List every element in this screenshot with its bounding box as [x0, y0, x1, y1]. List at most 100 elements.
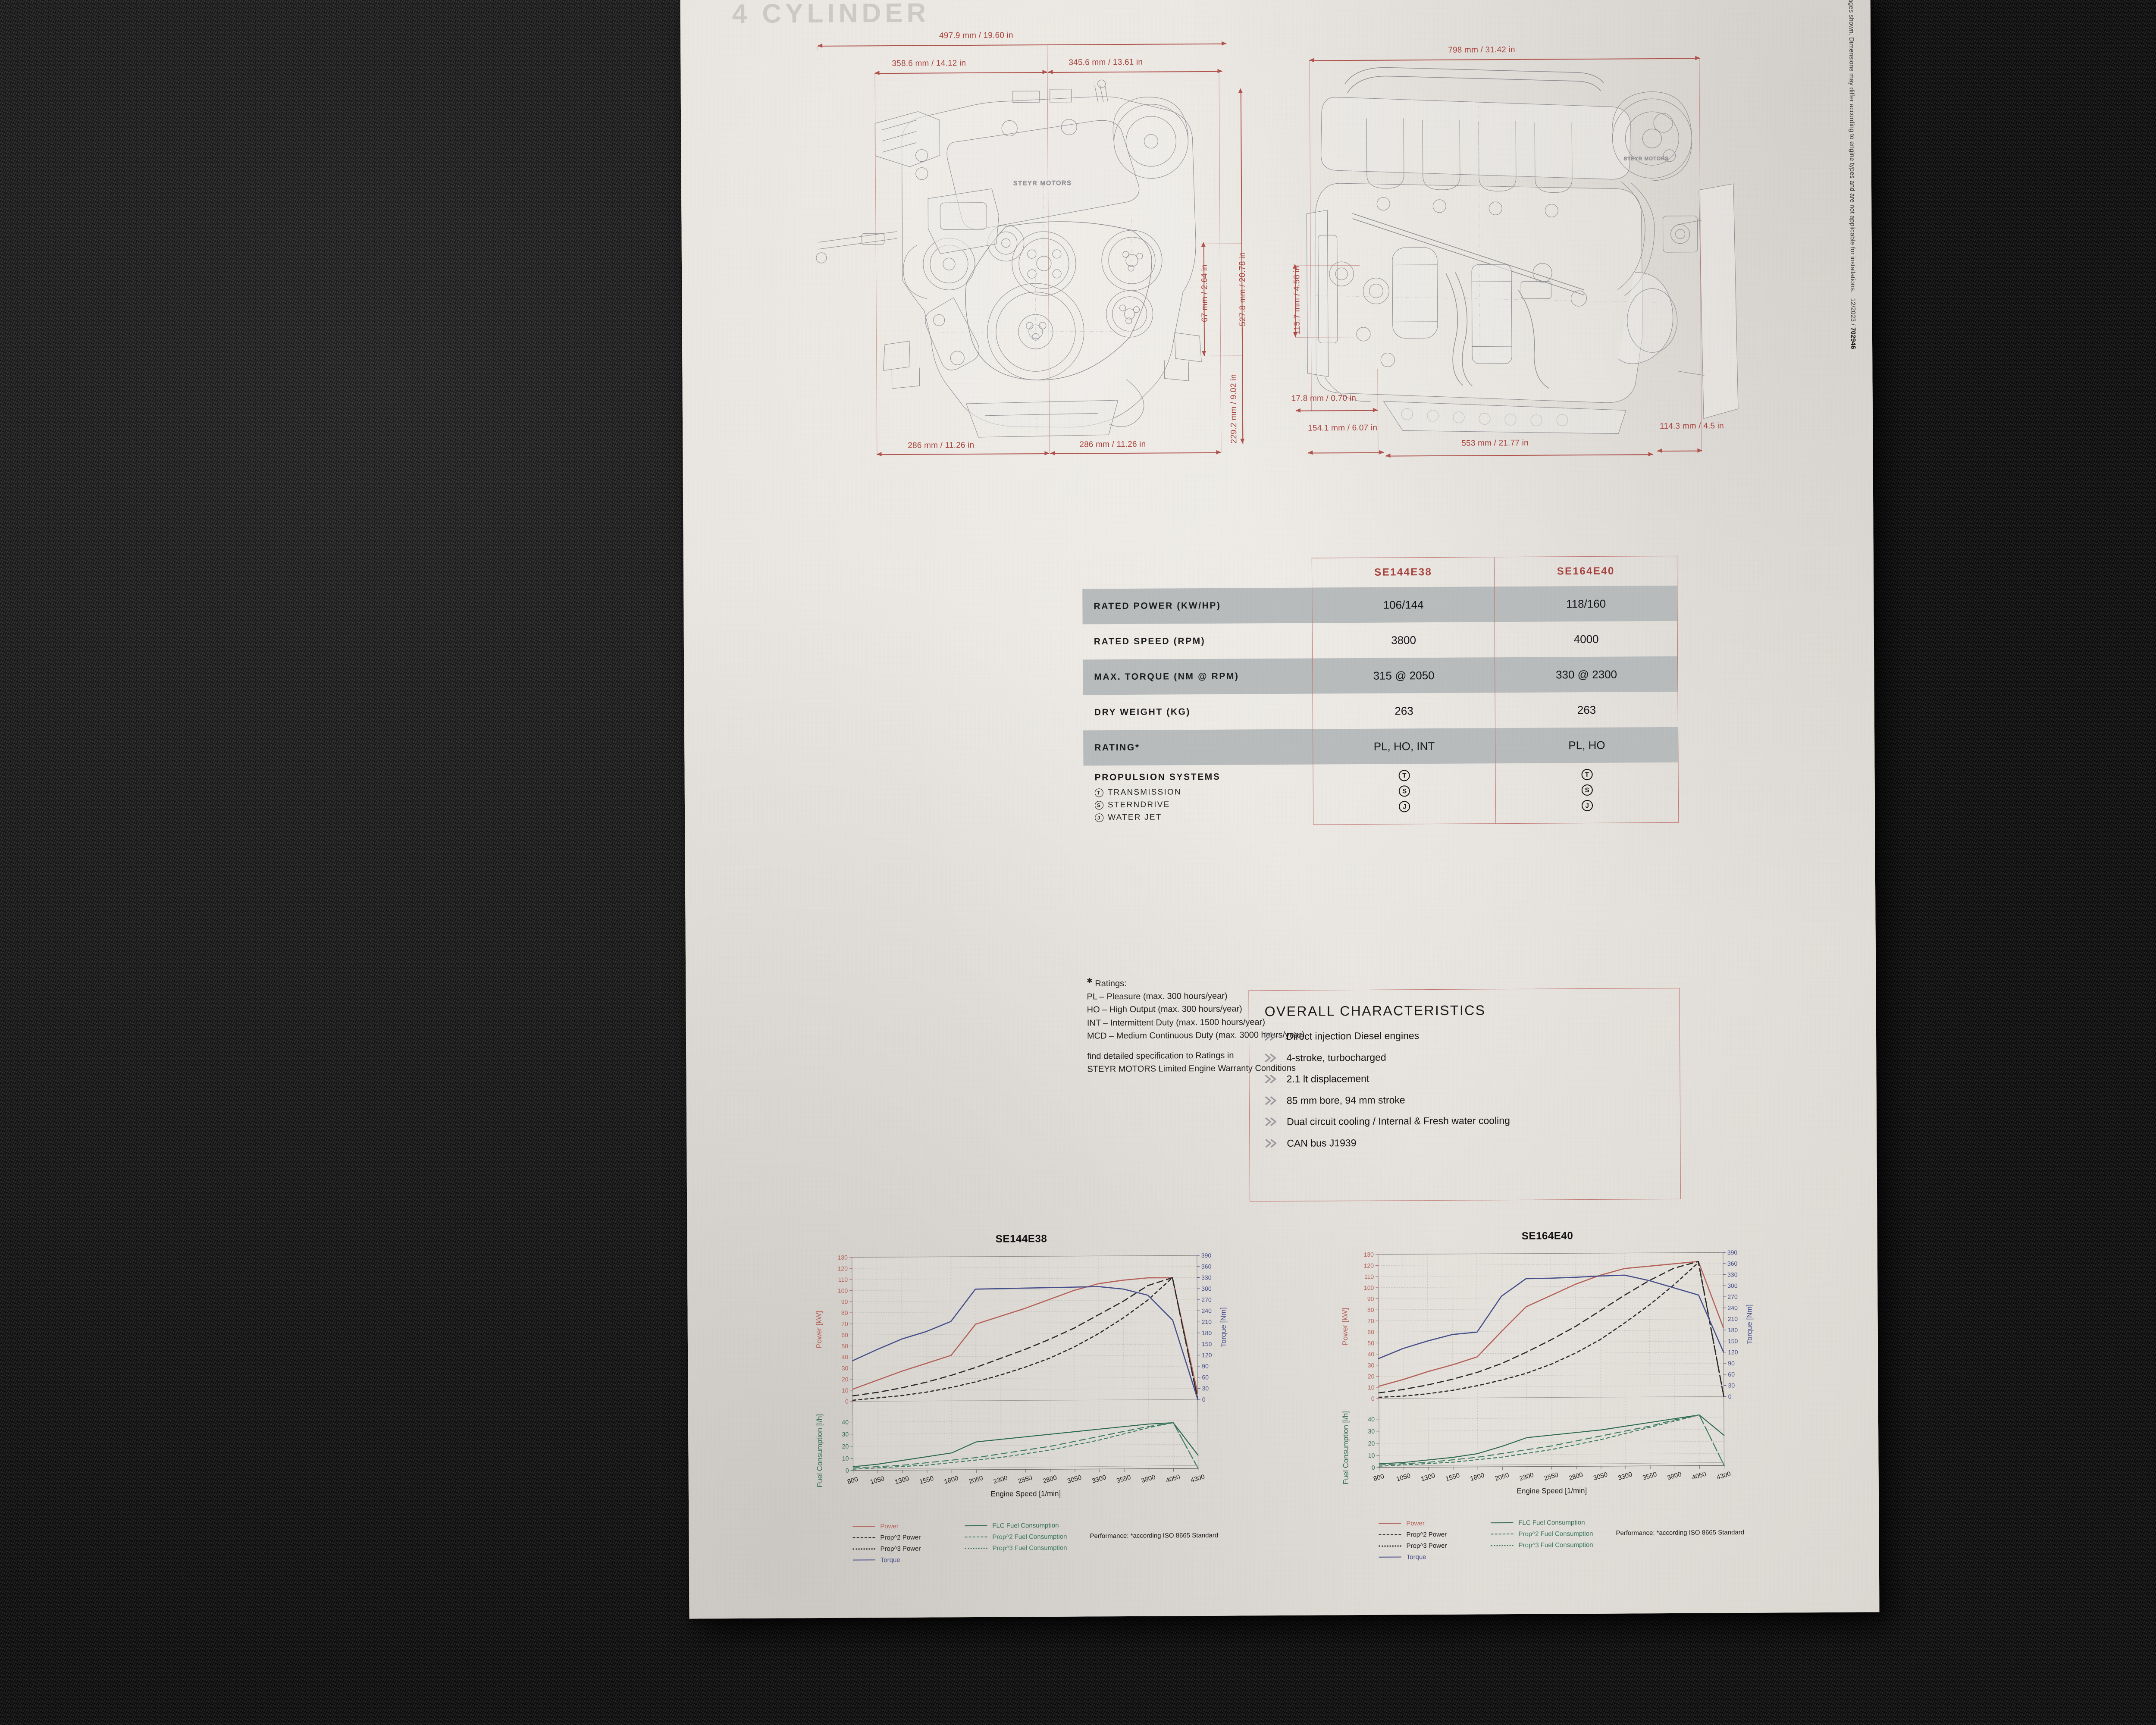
legend-swatch-flc-fuel [965, 1525, 987, 1527]
svg-text:110: 110 [1364, 1273, 1374, 1280]
dim-upper-offset: 67 mm / 2.64 in [1200, 264, 1210, 323]
legend-entry: FLC Fuel Consumption [965, 1520, 1067, 1531]
svg-text:1050: 1050 [869, 1475, 885, 1486]
arrow-up [1238, 88, 1243, 93]
svg-text:30: 30 [1368, 1428, 1375, 1435]
characteristic-item: CAN bus J1939 [1265, 1135, 1665, 1150]
svg-text:2550: 2550 [1017, 1474, 1033, 1485]
svg-text:100: 100 [838, 1287, 848, 1294]
arrow-right [1042, 69, 1047, 75]
row-label-rated-power: RATED POWER (KW/HP) [1082, 587, 1313, 624]
svg-text:90: 90 [1728, 1360, 1735, 1367]
svg-text:30: 30 [1728, 1382, 1735, 1389]
svg-text:10: 10 [842, 1387, 849, 1394]
svg-text:150: 150 [1728, 1338, 1738, 1345]
svg-text:300: 300 [1727, 1282, 1738, 1289]
double-chevron-right-icon [1265, 1032, 1276, 1041]
dim-overall-length: 798 mm / 31.42 in [1448, 45, 1515, 55]
characteristic-item: Dual circuit cooling / Internal & Fresh … [1265, 1114, 1665, 1128]
legend-label: Prop^3 Power [1406, 1542, 1447, 1549]
svg-text:3550: 3550 [1642, 1471, 1658, 1482]
arrow-left [1309, 58, 1314, 63]
legal-document-code: 702946 [1849, 327, 1857, 349]
svg-text:800: 800 [1373, 1473, 1385, 1483]
dim-mount-offset: 154.1 mm / 6.07 in [1308, 423, 1378, 433]
cell-rating-se164e40: PL, HO [1495, 727, 1678, 764]
cell-dry-weight-se164e40: 263 [1495, 691, 1678, 728]
legend-entry: Prop^3 Power [1379, 1540, 1447, 1552]
chart-performance-note: Performance: *according ISO 8665 Standar… [1090, 1531, 1219, 1540]
arrow-left [1048, 69, 1053, 74]
cell-propulsion-se144e38: T S J [1313, 763, 1496, 825]
svg-text:90: 90 [1367, 1295, 1374, 1302]
double-chevron-right-icon [1265, 1096, 1276, 1105]
legend-swatch-prop2-power [852, 1537, 875, 1538]
svg-text:330: 330 [1201, 1274, 1212, 1281]
legend-label: Prop^2 Power [1406, 1531, 1447, 1538]
chart-title: SE144E38 [995, 1233, 1047, 1245]
double-chevron-right-icon [1265, 1117, 1276, 1126]
cell-max-torque-se144e38: 315 @ 2050 [1312, 657, 1495, 694]
row-label-rated-speed: RATED SPEED (RPM) [1094, 636, 1206, 647]
svg-text:60: 60 [1202, 1374, 1209, 1381]
svg-text:3050: 3050 [1066, 1474, 1082, 1485]
legend-entry: Torque [1379, 1551, 1447, 1563]
legend-entry: Prop^3 Fuel Consumption [965, 1542, 1067, 1554]
arrow-up [1201, 242, 1206, 247]
svg-text:4050: 4050 [1691, 1470, 1707, 1481]
svg-text:1550: 1550 [1445, 1472, 1461, 1483]
cell-rated-power-se144e38: 106/144 [1312, 586, 1495, 623]
characteristics-title: OVERALL CHARACTERISTICS [1264, 1002, 1486, 1019]
cell-rated-power-se164e40: 118/160 [1495, 585, 1678, 622]
table-header-row: SE144E38 SE164E40 [1082, 556, 1677, 589]
table-row-rated-speed: RATED SPEED (RPM) 3800 4000 [1083, 621, 1678, 660]
arrow-right [1379, 450, 1384, 455]
svg-text:180: 180 [1202, 1330, 1212, 1336]
legend-label: Prop^2 Fuel Consumption [1518, 1530, 1593, 1538]
svg-text:120: 120 [1728, 1349, 1738, 1355]
legend-label: Power [880, 1522, 899, 1530]
dim-left-width: 358.6 mm / 14.12 in [892, 59, 966, 68]
waterjet-symbol-icon: J [1399, 801, 1410, 812]
arrow-down [1202, 351, 1206, 356]
svg-text:10: 10 [1368, 1452, 1375, 1459]
svg-text:50: 50 [1367, 1339, 1374, 1346]
svg-text:210: 210 [1202, 1318, 1212, 1325]
legend-entry: Prop^3 Fuel Consumption [1491, 1539, 1593, 1551]
arrow-left [1657, 448, 1662, 453]
arrow-right [1217, 69, 1222, 73]
cell-rated-speed-se144e38: 3800 [1312, 622, 1495, 659]
row-label-rating: RATING* [1083, 729, 1313, 766]
legend-column-power: Power Prop^2 Power Prop^3 Power Torque [852, 1521, 921, 1566]
legal-notice-text: Data is subject to change without prior … [1844, 0, 1856, 293]
svg-text:30: 30 [842, 1365, 849, 1372]
svg-text:Torque [Nm]: Torque [Nm] [1219, 1307, 1228, 1347]
svg-text:3300: 3300 [1617, 1471, 1633, 1482]
svg-text:2300: 2300 [1519, 1471, 1535, 1483]
svg-text:30: 30 [842, 1431, 849, 1438]
header-spacer [1082, 558, 1312, 589]
legend-label: Prop^3 Power [880, 1545, 921, 1552]
legend-entry: Power [852, 1521, 921, 1532]
sterndrive-symbol-icon: S [1581, 784, 1593, 796]
model-header-se144e38: SE144E38 [1312, 557, 1495, 588]
svg-text:270: 270 [1727, 1293, 1738, 1300]
legend-swatch-prop3-power [1379, 1545, 1401, 1547]
dim-overall-width: 497.9 mm / 19.60 in [939, 31, 1013, 41]
svg-text:330: 330 [1727, 1271, 1738, 1278]
svg-text:1800: 1800 [943, 1474, 959, 1486]
svg-text:Engine Speed [1/min]: Engine Speed [1/min] [991, 1490, 1061, 1498]
legend-column-fuel: FLC Fuel Consumption Prop^2 Fuel Consump… [1491, 1517, 1593, 1551]
dim-block-length: 553 mm / 21.77 in [1461, 438, 1529, 448]
arrow-right [1216, 450, 1221, 455]
arrow-left [1308, 450, 1313, 455]
svg-text:30: 30 [1368, 1362, 1375, 1369]
waterjet-symbol-icon: J [1581, 800, 1593, 812]
characteristic-label: 2.1 lt displacement [1286, 1073, 1369, 1085]
characteristic-label: 85 mm bore, 94 mm stroke [1286, 1094, 1405, 1106]
svg-text:20: 20 [842, 1376, 849, 1383]
legend-entry: Power [1379, 1518, 1447, 1529]
svg-text:240: 240 [1727, 1305, 1738, 1311]
